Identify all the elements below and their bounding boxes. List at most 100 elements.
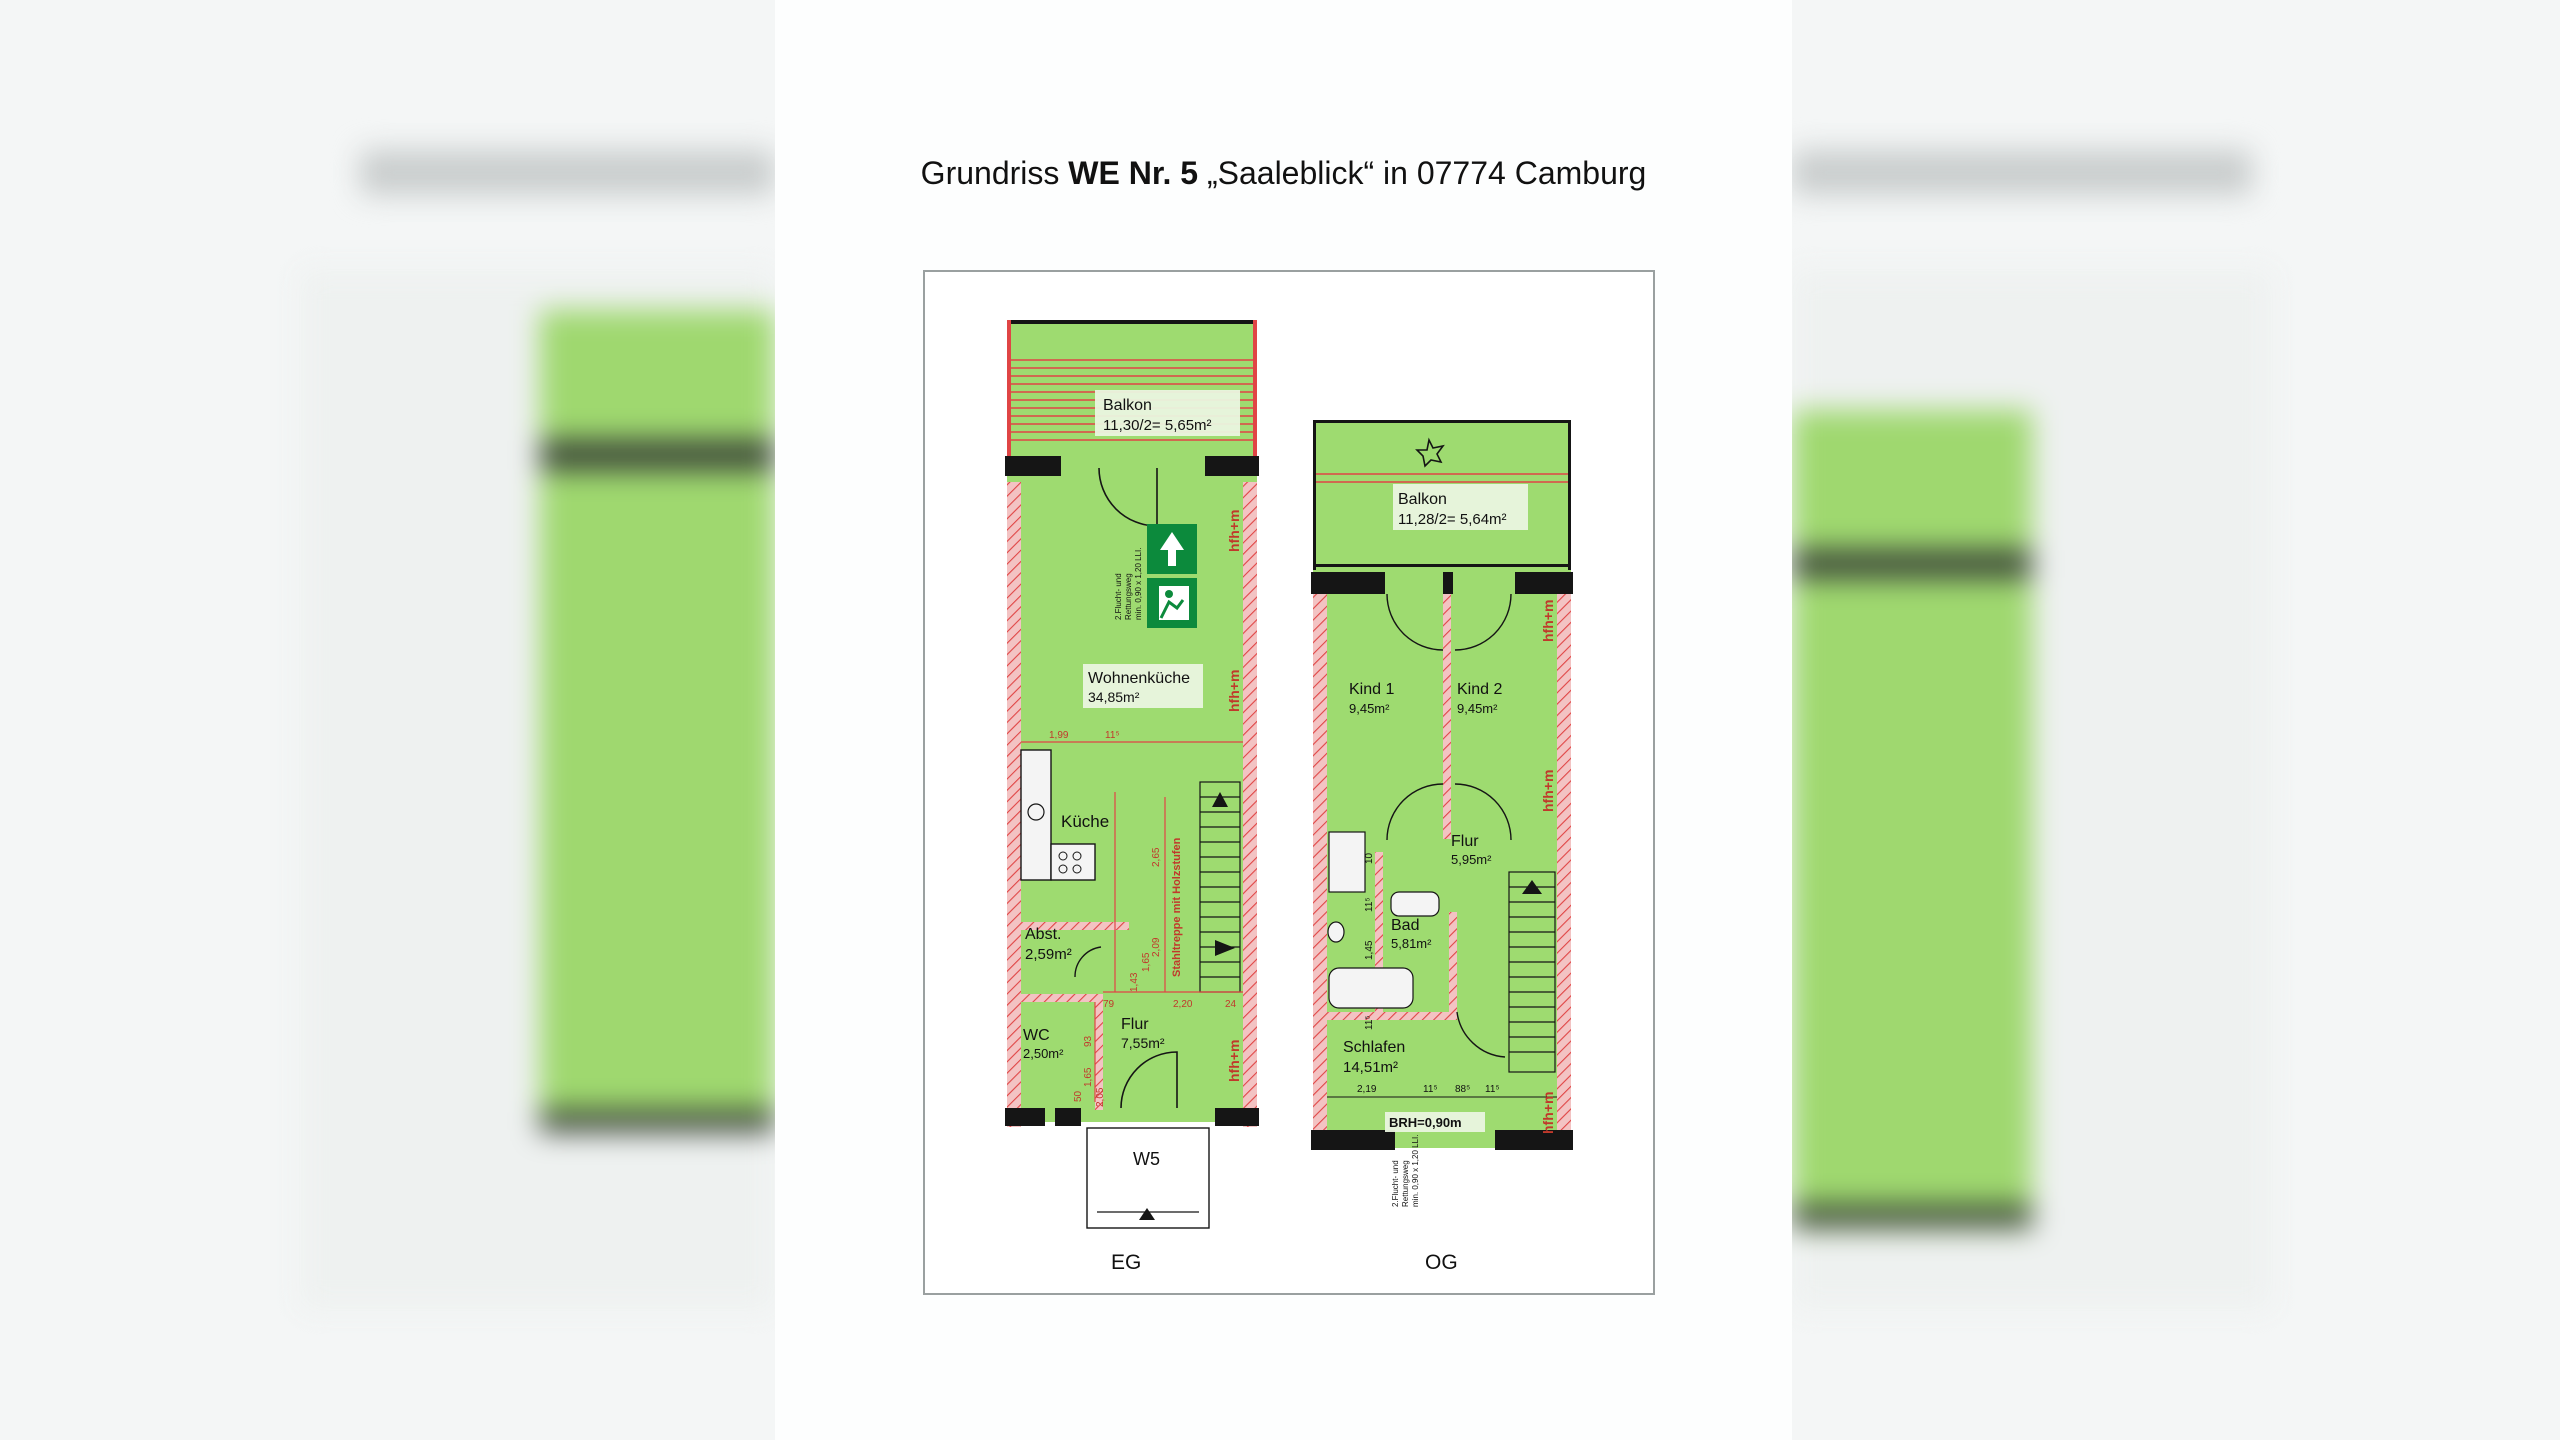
- og-balkon-area: 11,28/2= 5,64m²: [1398, 511, 1507, 528]
- eg-wohnkueche-name: Wohnenküche: [1088, 670, 1190, 687]
- og-door-flur-left: [1386, 783, 1444, 841]
- eg-dim: 1,43: [1129, 972, 1140, 992]
- eg-wall-right: [1243, 482, 1257, 1127]
- eg-plan: Balkon 11,30/2= 5,65m² Wohnenküche 34,85…: [1005, 320, 1259, 1229]
- og-balcony-side: [1568, 420, 1571, 570]
- og-dim: 1,45: [1364, 940, 1375, 960]
- floor-plan-sheet: Grundriss WE Nr. 5 „Saaleblick“ in 07774…: [775, 0, 1792, 1440]
- eg-escape-note-3: min. 0,90 x 1,20 LLI.: [1134, 548, 1143, 621]
- og-shower: [1328, 831, 1366, 893]
- blurred-backdrop-left: [0, 0, 775, 1440]
- og-escape-note-3: min. 0,90 x 1,20 LLI.: [1411, 1135, 1420, 1208]
- page-title: Grundriss WE Nr. 5 „Saaleblick“ in 07774…: [775, 155, 1792, 192]
- og-wall-bad-right: [1449, 912, 1457, 1020]
- og-balcony-edge: [1313, 564, 1571, 567]
- og-escape-note-2: Rettungsweg: [1401, 1160, 1410, 1207]
- eg-dim: 93: [1083, 1035, 1094, 1047]
- eg-floor-label: EG: [1111, 1251, 1141, 1274]
- eg-dim: 24: [1225, 999, 1237, 1010]
- og-wall-schlafen: [1327, 1012, 1457, 1020]
- eg-balcony-rail: [1007, 320, 1257, 324]
- og-hfh-mark: hfh+m: [1540, 770, 1556, 812]
- eg-wohnkueche-area: 34,85m²: [1088, 689, 1140, 705]
- og-wall-dark: [1515, 572, 1573, 594]
- eg-balkon-label-bg: [1095, 390, 1240, 436]
- og-escape-note-1: 2.Flucht- und: [1391, 1160, 1400, 1207]
- eg-kueche-name: Küche: [1061, 812, 1109, 831]
- og-wall-dark: [1311, 572, 1385, 594]
- eg-stair-arrow: [1212, 792, 1228, 807]
- og-hfh-mark: hfh+m: [1540, 600, 1556, 642]
- blurred-wall: [540, 1110, 775, 1132]
- eg-hfh-mark: hfh+m: [1226, 510, 1242, 552]
- eg-balkon-area: 11,30/2= 5,65m²: [1103, 417, 1212, 434]
- og-door-kind1: [1386, 593, 1444, 651]
- og-dim: 11⁵: [1423, 1084, 1438, 1095]
- og-schlafen-area: 14,51m²: [1343, 1059, 1398, 1076]
- og-plan: Balkon 11,28/2= 5,64m² Kind 1 9,45m² Kin…: [1311, 420, 1573, 1207]
- og-wall-kind: [1443, 594, 1451, 839]
- og-dim: 10: [1364, 852, 1375, 864]
- eg-wall-dark: [1005, 1108, 1045, 1126]
- og-balcony-side: [1313, 420, 1316, 570]
- eg-stair-note: Stahltreppe mit Holzstufen: [1171, 837, 1183, 977]
- og-bad-name: Bad: [1391, 917, 1419, 934]
- compass-rose-icon: [1415, 437, 1445, 468]
- og-dim: 11⁵: [1485, 1084, 1500, 1095]
- og-dim: 11⁵: [1364, 1015, 1375, 1030]
- eg-kitchen-counter: [1020, 749, 1052, 881]
- og-balcony-rail: [1313, 420, 1571, 423]
- title-suffix: „Saaleblick“ in 07774 Camburg: [1206, 155, 1647, 191]
- eg-wc-name: WC: [1023, 1027, 1050, 1044]
- up-arrow-icon: [1160, 532, 1184, 566]
- eg-stair-arrow: [1215, 940, 1235, 956]
- eg-stove: [1050, 843, 1096, 881]
- og-flur-name: Flur: [1451, 833, 1479, 850]
- og-door-flur-right: [1454, 783, 1512, 841]
- og-kind2-area: 9,45m²: [1457, 701, 1498, 716]
- eg-wall-left: [1007, 482, 1021, 1127]
- og-dim: 88⁵: [1455, 1084, 1470, 1095]
- eg-dim: 2,09: [1151, 937, 1162, 957]
- eg-dim: 1,65: [1083, 1067, 1094, 1087]
- og-wall-right: [1557, 582, 1571, 1148]
- og-kind2-name: Kind 2: [1457, 681, 1502, 698]
- blurred-backdrop-right: [1792, 0, 2560, 1440]
- og-brh-label: BRH=0,90m: [1389, 1115, 1462, 1130]
- eg-dim: 1,99: [1049, 730, 1069, 741]
- eg-wall-dark: [1055, 1108, 1081, 1126]
- title-prefix: Grundriss: [920, 155, 1060, 191]
- eg-entry-name: W5: [1133, 1149, 1160, 1169]
- eg-dim: 50: [1073, 1090, 1084, 1102]
- eg-escape-note-2: Rettungsweg: [1124, 573, 1133, 620]
- blurred-wall: [1792, 1205, 2032, 1227]
- og-brh-label-bg: [1385, 1112, 1485, 1132]
- og-stair-arrow: [1522, 880, 1542, 894]
- og-wall-left: [1313, 582, 1327, 1148]
- og-schlafen-name: Schlafen: [1343, 1039, 1405, 1056]
- eg-wall-wc-side: [1095, 994, 1103, 1110]
- eg-wohnkueche-label-bg: [1083, 664, 1203, 708]
- eg-flur-area: 7,55m²: [1121, 1035, 1165, 1051]
- og-flur-area: 5,95m²: [1451, 852, 1492, 867]
- eg-balcony-side: [1007, 320, 1011, 470]
- og-bad-area: 5,81m²: [1391, 936, 1432, 951]
- og-wall-dark: [1311, 1130, 1395, 1150]
- floor-plan-drawing: Balkon 11,30/2= 5,65m² Wohnenküche 34,85…: [1005, 320, 1573, 1274]
- eg-balkon-name: Balkon: [1103, 397, 1152, 414]
- og-sink: [1390, 891, 1440, 917]
- eg-hfh-mark: hfh+m: [1226, 670, 1242, 712]
- og-door-kind2: [1454, 593, 1512, 651]
- og-balkon-label-bg: [1393, 484, 1528, 530]
- blurred-floor: [540, 310, 775, 1130]
- og-kind1-area: 9,45m²: [1349, 701, 1390, 716]
- eg-flur-name: Flur: [1121, 1016, 1149, 1033]
- blurred-wall: [540, 440, 775, 470]
- eg-sink: [1027, 803, 1045, 821]
- eg-hfh-mark: hfh+m: [1226, 1040, 1242, 1082]
- og-bathtub: [1328, 967, 1414, 1009]
- og-wall-dark: [1495, 1130, 1573, 1150]
- eg-dim: 2,65: [1151, 847, 1162, 867]
- eg-wall-wc: [1021, 994, 1103, 1002]
- eg-wall-dark: [1215, 1108, 1259, 1126]
